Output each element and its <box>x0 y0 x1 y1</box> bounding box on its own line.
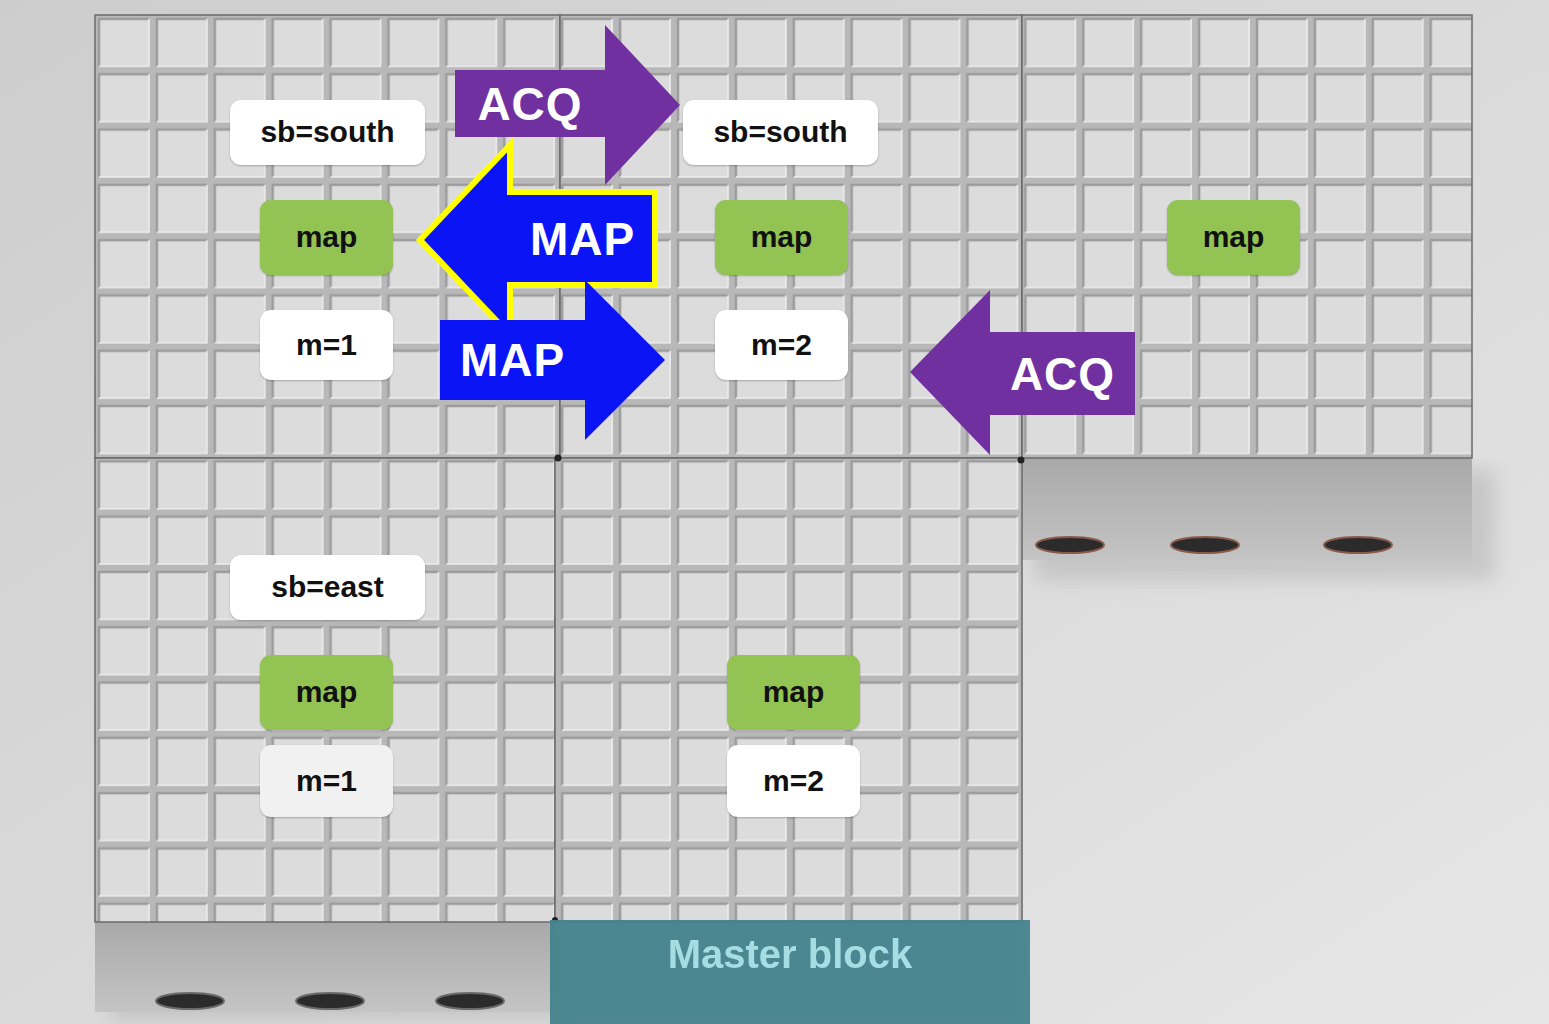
map-arrow: MAP <box>440 280 665 440</box>
connector-hole <box>436 993 504 1009</box>
arrow-label: ACQ <box>477 81 582 127</box>
master-label: Master block <box>668 932 913 976</box>
connector-hole <box>1036 537 1104 553</box>
arrow-body: MAP <box>510 192 655 285</box>
connector-hole <box>156 993 224 1009</box>
box-label: m=1 <box>296 764 357 799</box>
corner-dot <box>555 455 562 462</box>
module-block <box>95 458 555 922</box>
corner-dot <box>1018 457 1025 464</box>
side-face <box>95 922 555 1012</box>
count-box: m=2 <box>727 745 860 817</box>
map-box: map <box>727 655 860 730</box>
arrow-body: MAP <box>440 320 585 400</box>
box-label: map <box>763 675 825 710</box>
connector-hole <box>1324 537 1392 553</box>
box-label: m=2 <box>763 764 824 799</box>
arrow-label: ACQ <box>1010 351 1115 397</box>
module-blocks <box>95 15 1472 923</box>
box-label: sb=south <box>260 115 394 150</box>
count-box: m=1 <box>260 310 393 380</box>
box-label: sb=east <box>271 570 384 605</box>
side-face <box>1022 458 1472 560</box>
count-box: m=1 <box>260 745 393 817</box>
box-label: map <box>1203 220 1265 255</box>
count-box: m=2 <box>715 310 848 380</box>
connector-hole <box>296 993 364 1009</box>
map-box: map <box>260 655 393 730</box>
map-box: map <box>715 200 848 275</box>
box-label: map <box>751 220 813 255</box>
state-box: sb=east <box>230 555 425 620</box>
state-box: sb=south <box>230 100 425 165</box>
module-block <box>555 458 1022 922</box>
arrow-label: MAP <box>530 216 635 262</box>
arrow-outline <box>420 145 655 335</box>
state-box: sb=south <box>683 100 878 165</box>
acq-arrow: ACQ <box>455 25 680 185</box>
box-label: sb=south <box>713 115 847 150</box>
arrow-outline <box>440 280 665 440</box>
master-block: Master block <box>550 920 1030 1024</box>
box-label: map <box>296 220 358 255</box>
connector-hole <box>1171 537 1239 553</box>
acq-arrow: ACQ <box>910 290 1135 455</box>
box-label: m=1 <box>296 328 357 363</box>
box-label: map <box>296 675 358 710</box>
arrow-body: ACQ <box>990 332 1135 415</box>
box-label: m=2 <box>751 328 812 363</box>
map-arrow-highlighted: MAP <box>420 145 655 335</box>
map-box: map <box>260 200 393 275</box>
arrow-outline <box>910 290 1135 455</box>
map-box: map <box>1167 200 1300 275</box>
arrow-outline <box>455 25 680 185</box>
arrow-label: MAP <box>460 337 565 383</box>
arrow-body: ACQ <box>455 70 605 137</box>
